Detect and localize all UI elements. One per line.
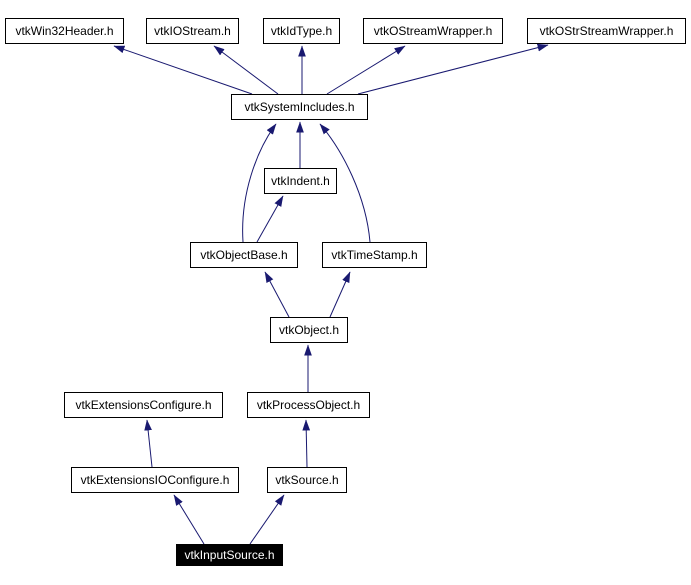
edge-vtktimestamp-h-to-vtksystemincludes-h [319,123,371,243]
node-vtkprocessobject-h[interactable]: vtkProcessObject.h [247,392,370,418]
edge-vtkobject-h-to-vtktimestamp-h [329,271,351,318]
edge-vtkobject-h-to-vtkobjectbase-h [264,271,290,318]
edge-vtksource-h-to-vtkprocessobject-h [302,419,311,468]
edge-vtksystemincludes-h-to-vtkiostream-h [213,45,279,95]
node-label: vtkSystemIncludes.h [244,100,355,114]
node-vtksystemincludes-h[interactable]: vtkSystemIncludes.h [231,94,368,120]
node-label: vtkIndent.h [271,174,330,188]
node-vtkiostream-h[interactable]: vtkIOStream.h [146,18,239,44]
node-vtkidtype-h[interactable]: vtkIdType.h [263,18,340,44]
node-vtksource-h[interactable]: vtkSource.h [267,467,347,493]
node-vtkextensionsioconfigure-h[interactable]: vtkExtensionsIOConfigure.h [71,467,239,493]
node-label: vtkObjectBase.h [200,248,288,262]
node-label: vtkOStrStreamWrapper.h [539,24,674,38]
node-label: vtkInputSource.h [184,548,275,562]
node-label: vtkTimeStamp.h [331,248,418,262]
node-label: vtkWin32Header.h [15,24,114,38]
node-label: vtkExtensionsConfigure.h [75,398,212,412]
node-vtkobject-h[interactable]: vtkObject.h [270,317,348,343]
node-label: vtkProcessObject.h [256,398,361,412]
node-vtkextensionsconfigure-h[interactable]: vtkExtensionsConfigure.h [64,392,223,418]
node-vtkwin32header-h[interactable]: vtkWin32Header.h [5,18,124,44]
node-vtkobjectbase-h[interactable]: vtkObjectBase.h [190,242,298,268]
edge-vtkinputsource-h-to-vtksource-h [249,494,285,545]
node-vtkostrstreamwrapper-h[interactable]: vtkOStrStreamWrapper.h [527,18,686,44]
edge-vtksystemincludes-h-to-vtkostrstreamwrapper-h [357,43,549,95]
edge-vtksystemincludes-h-to-vtkwin32header-h [113,45,253,95]
edge-vtkobjectbase-h-to-vtkindent-h [256,195,284,243]
node-label: vtkIdType.h [270,24,333,38]
node-label: vtkIOStream.h [154,24,231,38]
edge-vtkinputsource-h-to-vtkextensionsioconfigure-h [173,494,205,545]
node-vtkindent-h[interactable]: vtkIndent.h [264,168,337,194]
node-label: vtkSource.h [275,473,339,487]
edge-vtkobjectbase-h-to-vtksystemincludes-h [242,123,277,243]
node-label: vtkOStreamWrapper.h [373,24,493,38]
edge-vtksystemincludes-h-to-vtkostreamwrapper-h [326,45,406,95]
node-vtkostreamwrapper-h[interactable]: vtkOStreamWrapper.h [363,18,503,44]
edge-vtkextensionsioconfigure-h-to-vtkextensionsconfigure-h [144,419,153,468]
node-vtktimestamp-h[interactable]: vtkTimeStamp.h [322,242,427,268]
node-vtkinputsource-h: vtkInputSource.h [176,544,283,566]
node-label: vtkExtensionsIOConfigure.h [80,473,230,487]
node-label: vtkObject.h [278,323,340,337]
